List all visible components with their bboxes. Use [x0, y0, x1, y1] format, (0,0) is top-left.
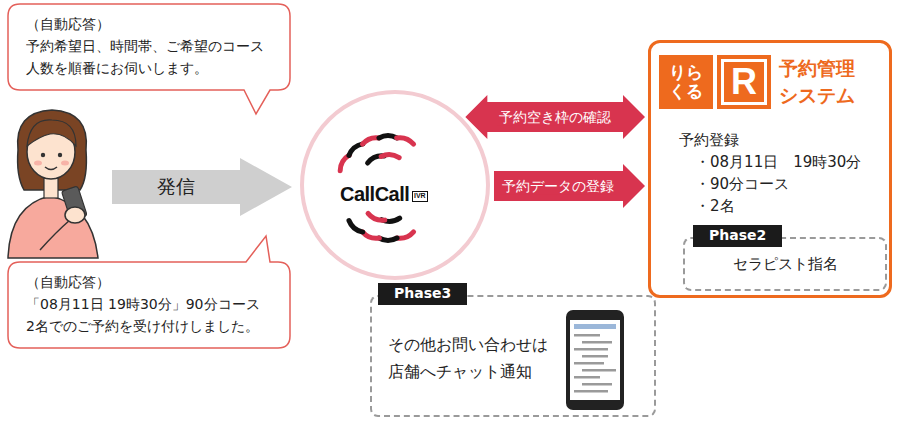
swirl-stroke	[381, 154, 399, 158]
node-heading: CallCall	[340, 183, 409, 206]
illustration-part	[18, 110, 87, 190]
illustration-part	[41, 153, 45, 157]
speech-bubble: （自動応答）予約希望日、時間帯、ご希望のコース 人数を順番にお伺いします。	[8, 4, 290, 90]
illustration-part	[40, 220, 70, 250]
chat-line	[574, 390, 608, 393]
node-text: 予約希望日、時間帯、ご希望のコース 人数を順番にお伺いします。	[26, 35, 288, 80]
chat-line	[574, 362, 604, 365]
callcall-logo-swirl	[338, 136, 414, 241]
reservation-system-box: Phase2 セラピスト指名 りらくるR予約管理 システム予約登録・08月11日 1…	[648, 40, 892, 298]
node-text: ・2名	[695, 197, 735, 216]
chat-line	[582, 369, 616, 372]
chat-line	[574, 334, 600, 337]
smartphone-illustration	[566, 310, 624, 410]
node-text: ・08月11日 19時30分	[695, 153, 861, 172]
edge-label: 予約空き枠の確認	[497, 108, 613, 126]
bubble-outline	[8, 4, 290, 114]
node-text: その他お問い合わせは 店舗へチャット通知	[388, 331, 563, 385]
illustration-part	[566, 310, 624, 410]
ivr-circle: CallCallIVR	[300, 90, 490, 280]
swirl-stroke	[362, 136, 380, 145]
node-heading: （自動応答）	[26, 272, 272, 293]
illustration-part	[27, 120, 76, 146]
bubble-outline	[8, 236, 290, 348]
node-text: R	[717, 55, 771, 109]
node-heading: 発信	[112, 158, 240, 216]
illustration-part	[58, 153, 62, 157]
illustration-part	[44, 178, 58, 198]
node-text: ・90分コース	[695, 175, 789, 194]
data-arrow	[494, 164, 645, 208]
chat-line	[582, 341, 612, 344]
node-heading: Phase3	[378, 283, 467, 305]
phase-box: Phase3 その他お問い合わせは 店舗へチャット通知	[370, 283, 656, 417]
swirl-stroke	[367, 213, 385, 222]
phase-box: Phase2 セラピスト指名	[683, 225, 887, 291]
node-text: セラピスト指名	[683, 255, 887, 274]
node-heading: りらくる	[659, 55, 713, 109]
node-heading: Phase2	[693, 225, 782, 247]
chat-line	[582, 383, 612, 386]
illustration-part	[34, 161, 42, 166]
woman-illustration	[8, 110, 98, 258]
illustration-part	[574, 324, 616, 329]
illustration-part	[61, 161, 69, 166]
node-text: 予約管理 システム	[779, 55, 887, 108]
swirl-stroke	[397, 136, 415, 145]
swirl-stroke	[397, 232, 415, 241]
node-text: 「08月11日 19時30分」90分コース 2名でのご予約を受け付けしました。	[26, 293, 288, 338]
chat-line	[582, 355, 608, 358]
chat-line	[574, 376, 600, 379]
node-heading: （自動応答）	[26, 14, 272, 35]
chat-line	[574, 348, 608, 351]
node-text: IVR	[412, 191, 428, 202]
speech-bubble: （自動応答）「08月11日 19時30分」90分コース 2名でのご予約を受け付け…	[8, 262, 290, 348]
call-arrow-outline	[112, 158, 292, 216]
data-arrow	[465, 95, 645, 139]
illustration-part	[570, 320, 620, 400]
node-text: 予約登録	[679, 131, 739, 150]
arrow-shape	[112, 158, 292, 216]
chat-lines	[574, 334, 616, 393]
illustration-part	[45, 167, 57, 170]
edge-label: 予約データの登録	[500, 177, 616, 195]
swirl-stroke	[347, 221, 362, 234]
illustration-part	[65, 207, 85, 223]
dashed-outline	[370, 295, 656, 417]
call-arrow: 発信	[112, 158, 292, 216]
